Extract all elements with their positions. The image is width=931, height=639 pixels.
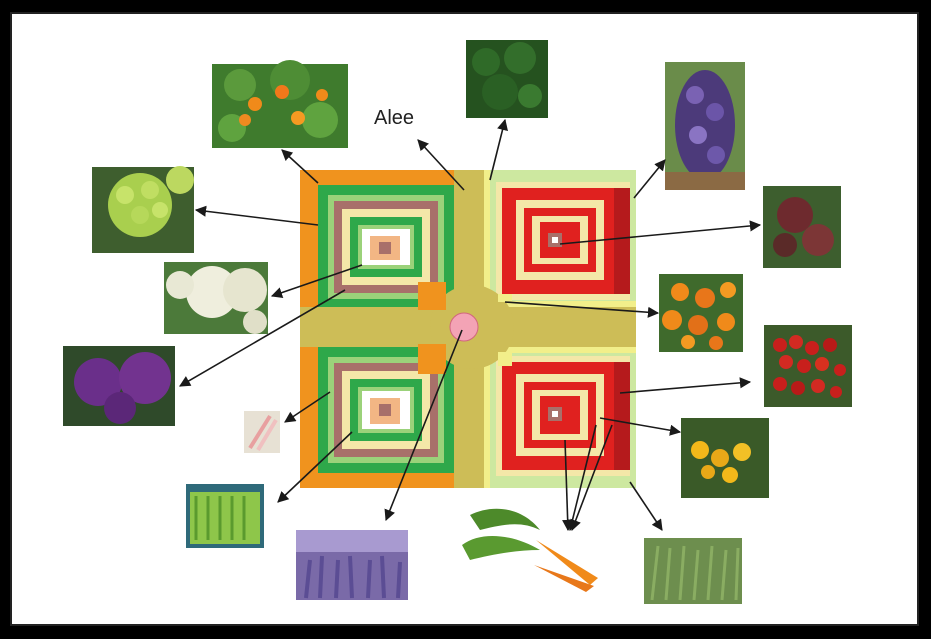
purple-cauliflower-photo: [63, 346, 175, 426]
herb-grass-photo: [644, 538, 742, 604]
nasturtium-photo: [212, 60, 348, 148]
cherry-tomato-photo: [764, 325, 852, 407]
path-label: Alee: [374, 107, 414, 129]
bed-top-right: [496, 182, 630, 300]
yellow-marigold-photo: [681, 418, 769, 498]
cauliflower-photo: [164, 262, 268, 334]
bed-bottom-right: [496, 356, 630, 476]
romanesco-photo: [92, 166, 194, 253]
central-fountain: [450, 313, 478, 341]
herb-photo-top: [466, 40, 548, 118]
radish-photo: [244, 411, 280, 453]
lavender-photo: [296, 530, 408, 600]
celery-photo: [186, 484, 264, 548]
violet-photo: [665, 62, 745, 190]
orange-marigold-photo: [659, 274, 743, 352]
garden-plan: [300, 170, 636, 488]
red-lettuce-photo: [763, 186, 841, 268]
carrot-photo: [462, 509, 598, 592]
